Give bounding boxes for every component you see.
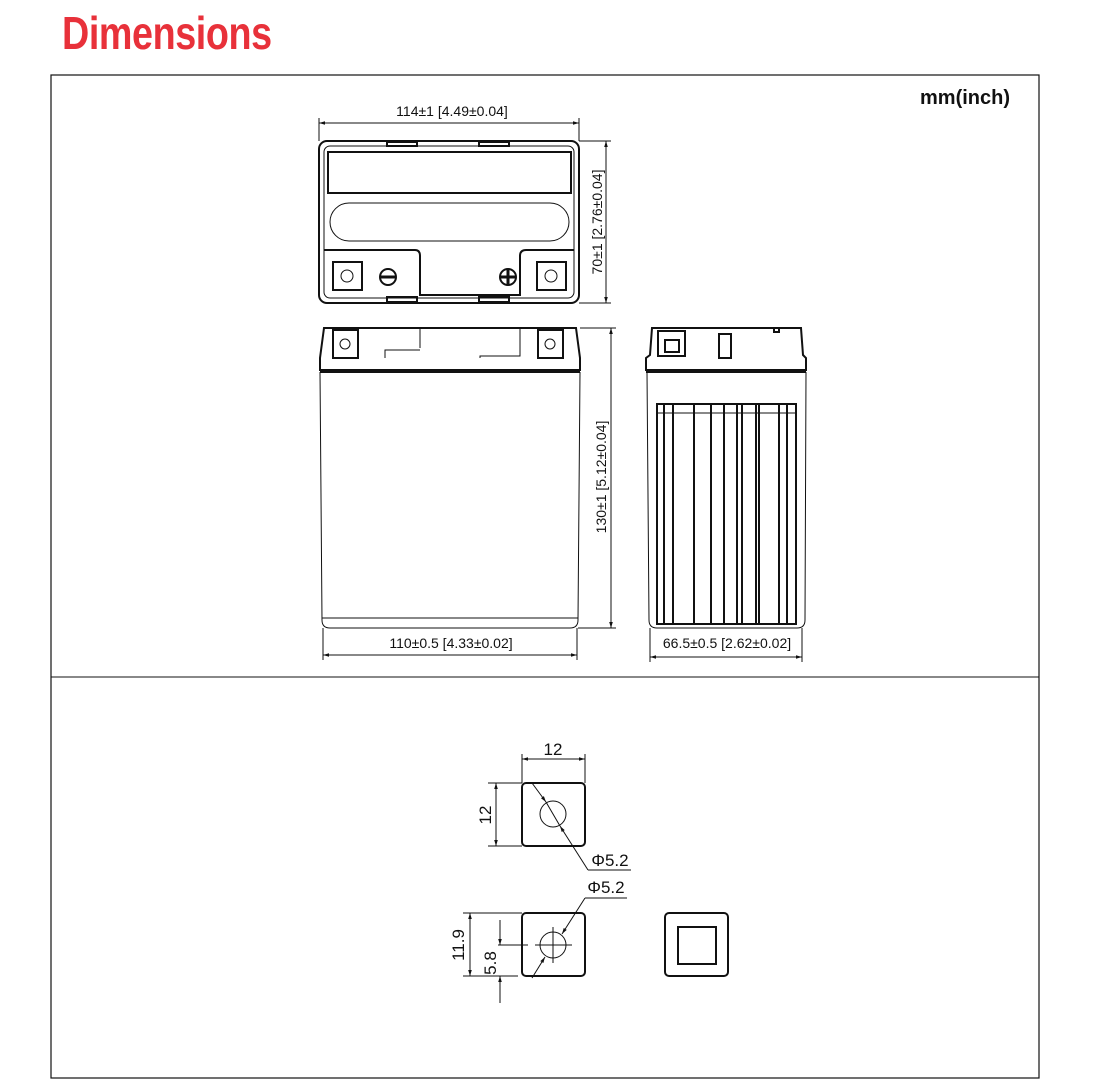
top-hole-diameter-label: Φ5.2 bbox=[591, 851, 628, 870]
negative-terminal bbox=[332, 261, 363, 291]
plus-icon bbox=[499, 268, 517, 286]
terminal-detail-top: 12 12 Φ5.2 bbox=[476, 740, 631, 871]
top-depth-dimension: 70±1 [2.76±0.04] bbox=[589, 170, 605, 275]
side-hole-diameter-label: Φ5.2 bbox=[587, 878, 624, 897]
battery-side-view: 66.5±0.5 [2.62±0.02] bbox=[645, 327, 807, 662]
terminal-detail-square bbox=[664, 912, 729, 977]
top-width-dimension: 114±1 [4.49±0.04] bbox=[396, 103, 508, 119]
terminal-width-label: 12 bbox=[544, 740, 563, 759]
drawing-frame bbox=[50, 74, 1040, 1079]
positive-terminal bbox=[536, 261, 567, 291]
page-title: Dimensions bbox=[62, 7, 272, 59]
units-label: mm(inch) bbox=[920, 87, 1010, 109]
battery-top-view: 114±1 [4.49±0.04] 70±1 [2.76±0.04] bbox=[318, 103, 611, 304]
terminal-height-label: 12 bbox=[476, 806, 495, 825]
hole-center-height-label: 5.8 bbox=[481, 951, 500, 975]
height-dimension: 130±1 [5.12±0.04] bbox=[593, 421, 609, 534]
bottom-width-dimension: 110±0.5 [4.33±0.02] bbox=[389, 635, 512, 651]
terminal-height-label-side: 11.9 bbox=[449, 929, 468, 961]
battery-front-view: 130±1 [5.12±0.04] 110±0.5 [4.33±0.02] bbox=[319, 327, 616, 660]
terminal-detail-side: Φ5.2 11.9 5.8 bbox=[449, 878, 627, 1003]
minus-icon bbox=[379, 268, 397, 286]
side-depth-dimension: 66.5±0.5 [2.62±0.02] bbox=[663, 635, 791, 651]
